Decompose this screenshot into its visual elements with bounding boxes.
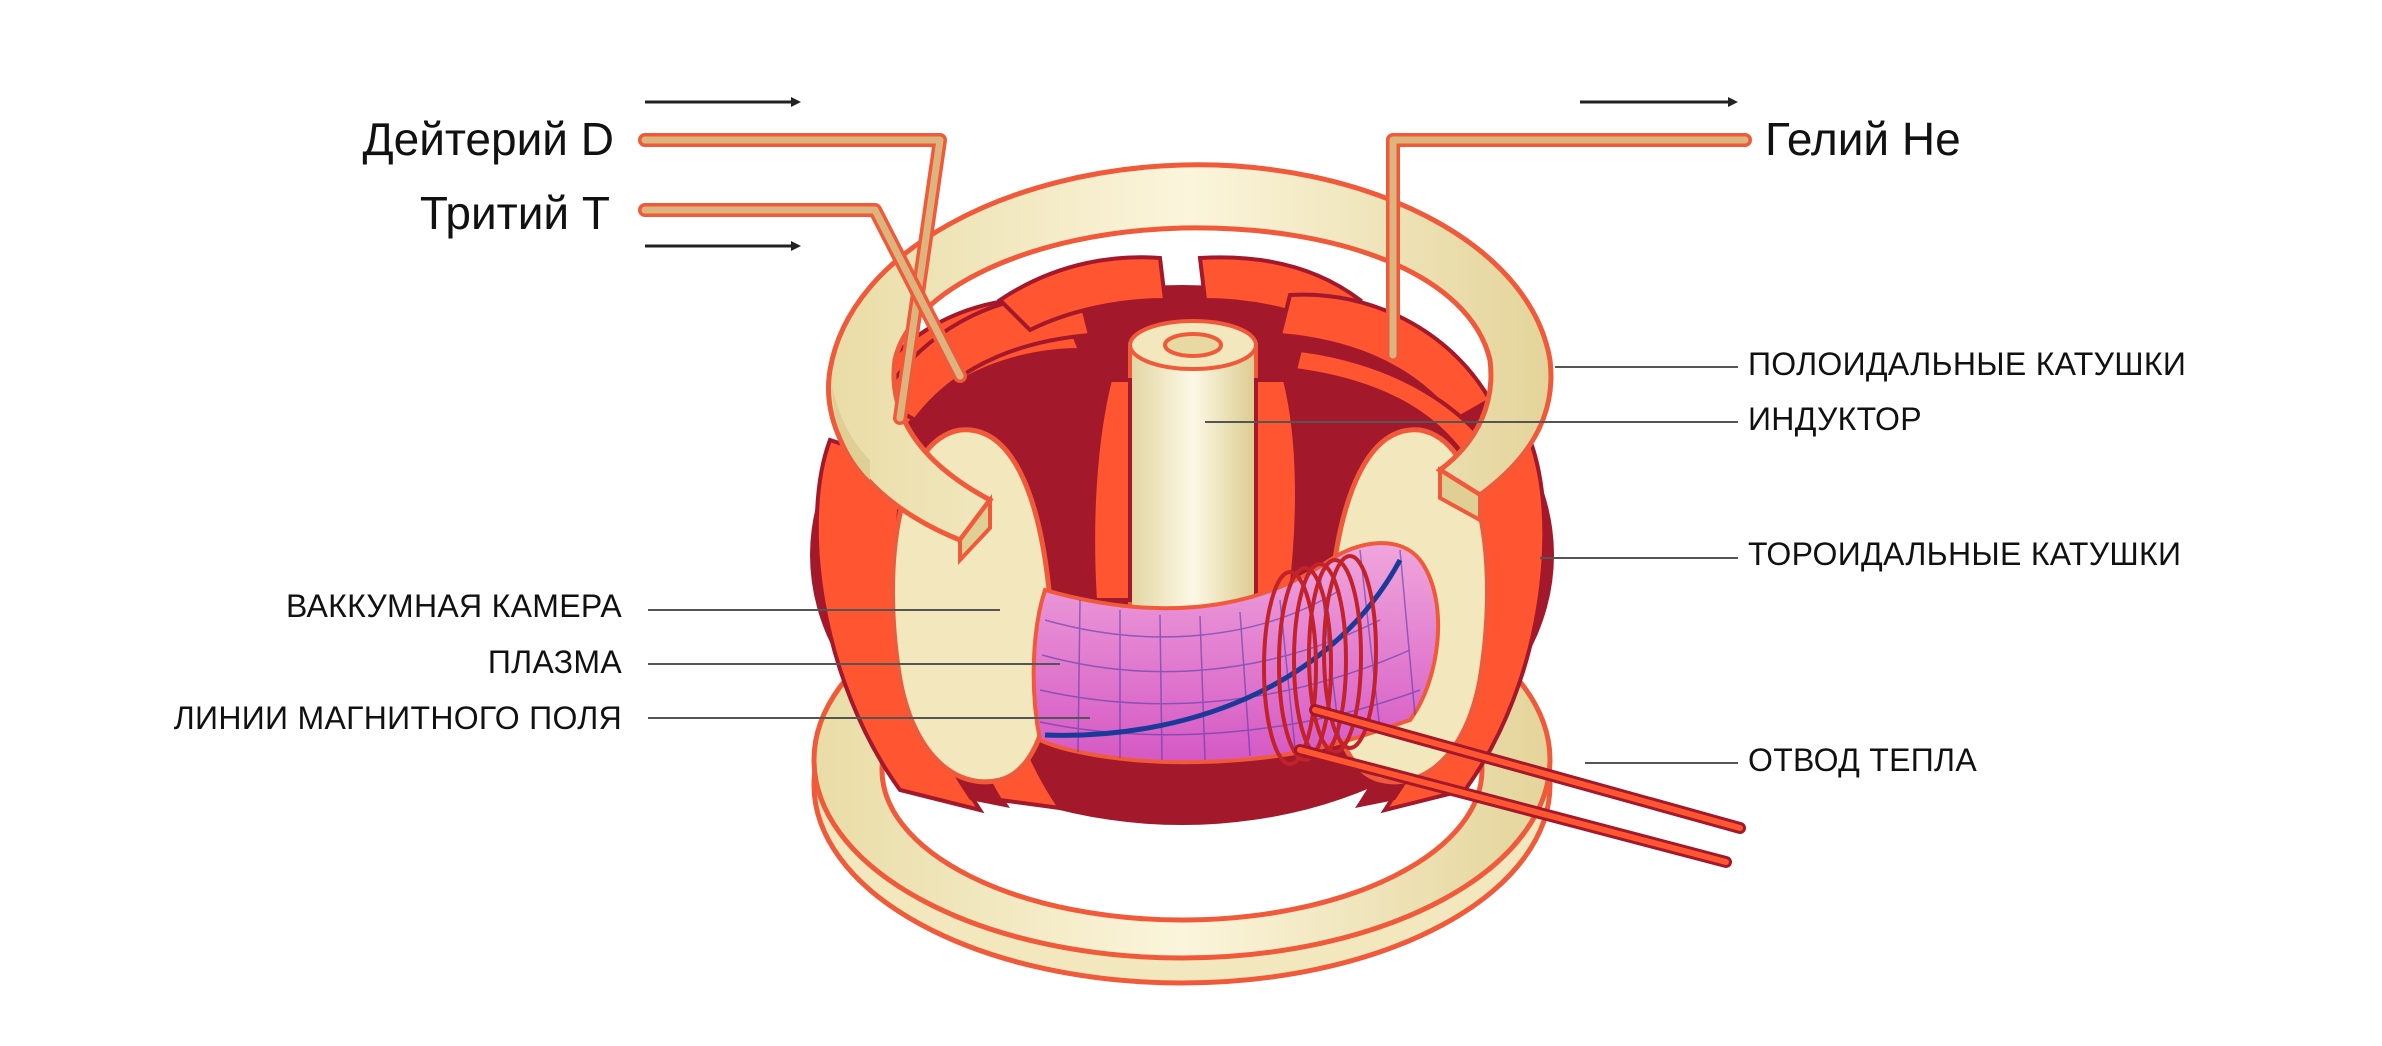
inductor-column <box>1091 319 1299 617</box>
vacuum-chamber-label: ВАККУМНАЯ КАМЕРА <box>285 588 622 624</box>
heat-removal-pipes <box>1294 704 1746 868</box>
toroidal-coils-label: ТОРОИДАЛЬНЫЕ КАТУШКИ <box>1748 536 2182 572</box>
heat-removal-label: ОТВОД ТЕПЛА <box>1748 742 1978 778</box>
leader-lines <box>648 366 1738 764</box>
poloidal-coils-label: ПОЛОИДАЛЬНЫЕ КАТУШКИ <box>1748 346 2187 382</box>
fuel-pipes <box>638 133 1752 425</box>
magnetic-field-line <box>1044 558 1403 738</box>
deuterium-label: Дейтерий D <box>362 113 614 165</box>
plasma-label: ПЛАЗМА <box>487 644 622 680</box>
tritium-label: Тритий T <box>419 187 610 239</box>
helium-label: Гелий Не <box>1765 113 1961 165</box>
flow-arrows <box>645 97 1738 251</box>
upper-poloidal-ring <box>826 162 1554 566</box>
inductor-label: ИНДУКТОР <box>1748 401 1922 437</box>
field-lines-label: ЛИНИИ МАГНИТНОГО ПОЛЯ <box>173 700 622 736</box>
